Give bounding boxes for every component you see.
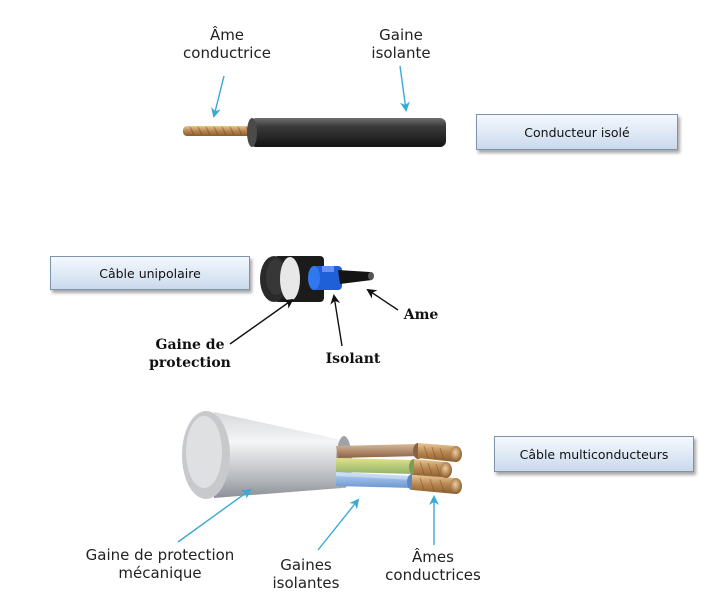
label-protection: Gaine de protection <box>140 336 240 372</box>
label-mech-sheath: Gaine de protection mécanique <box>60 546 260 582</box>
label-sheath-1-line1: Gaine <box>379 26 423 44</box>
arrow-protection <box>229 298 294 345</box>
label-insulation: Isolant <box>325 351 381 367</box>
label-sheaths-line1: Gaines <box>280 556 332 574</box>
label-core-1-line2: conductrice <box>183 44 271 62</box>
label-mech-sheath-line1: Gaine de protection <box>85 546 235 564</box>
arrow-sheath <box>399 65 410 112</box>
label-core-1: Âme conductrice <box>172 26 282 62</box>
label-protection-line2: protection <box>149 355 231 371</box>
box-multi-conductor: Câble multiconducteurs <box>494 436 694 472</box>
label-sheath-1-line2: isolante <box>371 44 431 62</box>
single-core-cable <box>260 256 374 302</box>
arrow-insulation <box>330 294 343 347</box>
arrow-core <box>211 75 225 118</box>
label-core-1-line1: Âme <box>209 26 245 44</box>
label-sheaths-line2: isolantes <box>272 574 340 592</box>
label-mech-sheath-line2: mécanique <box>118 564 202 582</box>
arrow-core-2 <box>366 288 399 311</box>
multi-conductor-cable <box>182 411 462 499</box>
box-single-core: Câble unipolaire <box>50 256 250 290</box>
box-insulated-conductor: Conducteur isolé <box>476 114 678 150</box>
label-sheaths: Gaines isolantes <box>256 556 356 592</box>
label-protection-line1: Gaine de <box>155 337 225 353</box>
label-cores-3: Âmes conductrices <box>378 548 488 584</box>
label-cores-3-line1: Âmes <box>412 548 454 566</box>
label-core-2: Ame <box>403 307 439 323</box>
arrow-mech-sheath <box>177 488 252 543</box>
arrow-sheaths <box>317 498 360 551</box>
label-cores-3-line2: conductrices <box>385 566 481 584</box>
label-sheath-1: Gaine isolante <box>356 26 446 62</box>
insulated-conductor <box>183 118 446 147</box>
